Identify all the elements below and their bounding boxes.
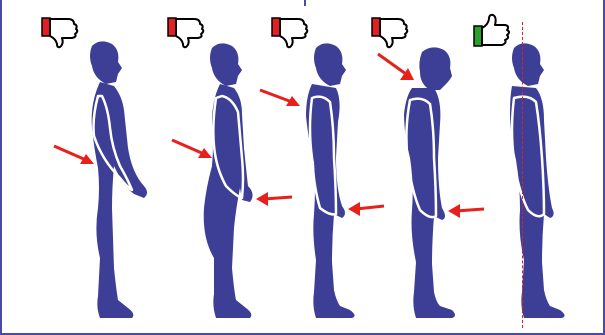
fault-arrow — [376, 52, 416, 84]
fault-arrow — [254, 190, 294, 206]
fault-arrow — [52, 142, 98, 168]
posture-figure-1 — [70, 38, 160, 328]
posture-figure-5-correct — [498, 38, 588, 328]
fault-arrow — [170, 136, 216, 162]
fault-arrow — [346, 200, 386, 216]
posture-figure-3 — [292, 38, 382, 328]
posture-figure-2 — [186, 38, 276, 328]
top-divider-tick — [304, 0, 306, 6]
fault-arrow — [258, 86, 304, 110]
plumb-line — [522, 22, 523, 328]
fault-arrow — [446, 202, 486, 218]
